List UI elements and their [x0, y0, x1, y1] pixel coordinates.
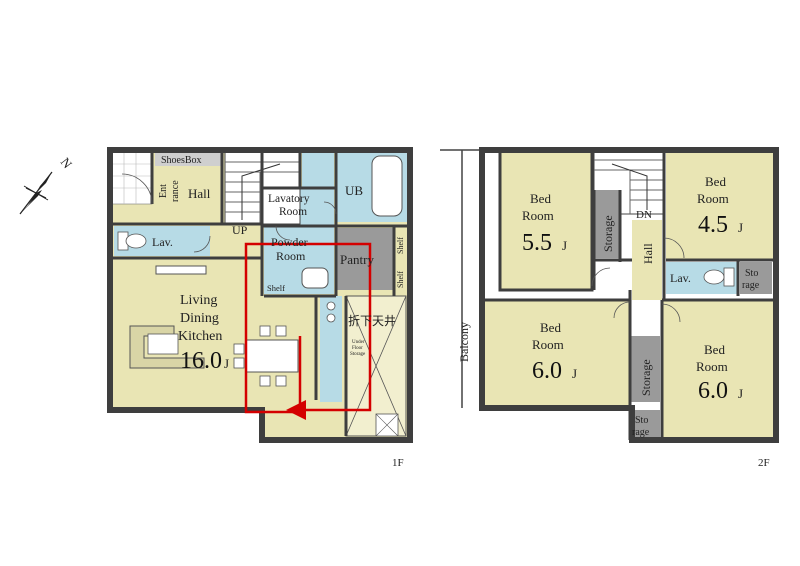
sofa-icon: [129, 325, 205, 369]
ldk-size-unit: J: [224, 356, 229, 371]
bed-room-2-size: 4.5: [698, 212, 728, 238]
lav-2f-label: Lav.: [670, 271, 691, 285]
door-swings-1f: [121, 173, 337, 253]
circulation-route: [244, 242, 372, 420]
floor-1: ShoesBox Ent rance Hall Lavatory Room UB…: [107, 147, 413, 469]
kitchen-counter: [320, 332, 342, 402]
shelf-label-b: Shelf: [396, 237, 405, 254]
sink-icon: [326, 301, 336, 323]
toilet-icon-1f: [117, 231, 147, 251]
bed-room-4-size: 6.0: [698, 378, 728, 404]
dining-table-icon: [233, 325, 299, 387]
ceiling-note-label: 折下天井: [348, 313, 396, 328]
bed-room-2-floor: [666, 150, 776, 260]
storage-small-1-label-b: rage: [742, 280, 760, 291]
shelf-label-c: Shelf: [396, 271, 405, 288]
hall-2f-floor: [632, 220, 662, 300]
floor2-outer-wall: [479, 147, 779, 443]
bed-room-3-size: 6.0: [532, 358, 562, 384]
storage-1: [594, 190, 620, 258]
floor-2: Bed Room 5.5 J Bed Room 4.5 J Bed Room 6…: [440, 147, 779, 469]
lavatory-store: [302, 152, 334, 188]
bed-room-4-floor: [662, 300, 776, 440]
bed-room-3-label-a: Bed: [540, 320, 561, 335]
floor1-label: 1F: [392, 457, 404, 469]
toilet-icon-2f: [703, 267, 735, 287]
tv-board-icon: [155, 265, 207, 275]
compass-north-label: N: [58, 155, 76, 172]
entrance-label-b: rance: [170, 180, 181, 202]
storage-small-2-label-b: rage: [632, 427, 650, 438]
compass-rose-icon: [19, 171, 53, 215]
under-floor-label-b: Floor: [352, 346, 363, 351]
ldk-label-kitchen: Kitchen: [178, 329, 222, 344]
under-floor-label-c: Storage: [350, 352, 366, 357]
bed-room-3-floor: [482, 300, 630, 408]
entrance-label-a: Ent: [158, 184, 169, 198]
ldk-label-living: Living: [180, 293, 217, 308]
floor2-inner-walls: [482, 150, 776, 440]
bed-room-1-floor: [500, 150, 592, 290]
bed-room-3-label-b: Room: [532, 337, 564, 352]
bed-room-4-unit: J: [738, 386, 743, 401]
storage-small-2: [632, 410, 660, 440]
shelf-label-a: Shelf: [267, 283, 285, 293]
entrance-tile: [111, 151, 153, 205]
storage-small-2-label-a: Sto: [635, 415, 648, 426]
bathtub-icon: [371, 155, 403, 217]
storage-1-label: Storage: [601, 215, 615, 252]
ldk-label-dining: Dining: [180, 311, 219, 326]
compass: N: [19, 155, 76, 215]
under-floor-label-a: Under: [352, 340, 365, 345]
lav-1f-label: Lav.: [152, 235, 173, 249]
hall-2f-label: Hall: [641, 243, 655, 264]
floor2-label: 2F: [758, 457, 770, 469]
door-swings-2f: [591, 237, 685, 323]
bed-room-2-unit: J: [738, 220, 743, 235]
lavatory-room-label-a: Lavatory: [268, 193, 310, 205]
lavatory-room-label-b: Room: [279, 206, 307, 218]
balcony-label: Balcony: [457, 322, 471, 362]
powder-room-label-a: Powder: [271, 235, 308, 249]
bed-room-2-label-a: Bed: [705, 174, 726, 189]
powder-room-label-b: Room: [276, 249, 306, 263]
floor1-outer-wall: [107, 147, 413, 443]
bed-room-3-unit: J: [572, 366, 577, 381]
balcony-floor: [440, 150, 482, 408]
ldk-size: 16.0: [180, 348, 222, 374]
bed-room-4-label-b: Room: [696, 359, 728, 374]
up-label: UP: [232, 223, 248, 237]
bed-room-4-label-a: Bed: [704, 342, 725, 357]
shoes-box-label: ShoesBox: [161, 155, 202, 166]
storage-small-1-label-a: Sto: [745, 268, 758, 279]
bed-room-1-label-b: Room: [522, 208, 554, 223]
shoes-box: [155, 152, 223, 166]
dn-label: DN: [636, 209, 652, 221]
bed-room-1-label-a: Bed: [530, 191, 551, 206]
storage-2-label: Storage: [639, 359, 653, 396]
washbasin-icon: [301, 267, 329, 289]
storage-2: [630, 336, 660, 402]
bed-room-1-unit: J: [562, 238, 567, 253]
pantry-floor: [336, 228, 394, 290]
bed-room-1-size: 5.5: [522, 230, 552, 256]
pantry-label: Pantry: [340, 252, 374, 267]
bed-room-2-label-b: Room: [697, 191, 729, 206]
hall-1f-label: Hall: [188, 186, 211, 201]
floor1-inner-walls: [110, 150, 408, 436]
ub-label: UB: [345, 183, 363, 198]
storage-small-1: [740, 262, 772, 294]
